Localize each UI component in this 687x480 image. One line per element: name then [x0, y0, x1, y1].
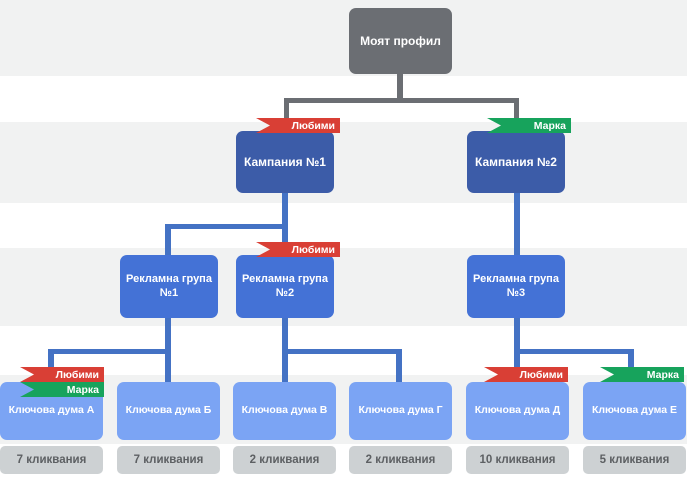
connector-to-adgroup-1 [165, 224, 171, 258]
connector-profile-bus [284, 98, 519, 103]
connector-to-campaign-2 [514, 98, 519, 133]
badge-favorite: Любими [256, 118, 340, 133]
badge-favorite: Любими [484, 367, 568, 382]
node-campaign-2[interactable]: Кампания №2 [467, 131, 565, 193]
node-ad-group-1-label: Рекламна група №1 [126, 272, 212, 299]
connector-campaign1-bus [165, 224, 288, 229]
keyword-label: Ключова дума Д [466, 382, 569, 440]
badge-stack-ad-group-2: Любими [256, 242, 340, 257]
badge-brand: Марка [487, 118, 571, 133]
keyword-clicks: 7 кликвания [0, 446, 103, 474]
keyword-clicks: 2 кликвания [349, 446, 452, 474]
badge-stack-keyword-d: Любими [484, 367, 568, 382]
connector-adgroup1-bus [48, 349, 171, 354]
keyword-clicks: 7 кликвания [117, 446, 220, 474]
node-ad-group-2-label: Рекламна група №2 [242, 272, 328, 299]
badge-favorite: Любими [20, 367, 104, 382]
node-profile[interactable]: Моят профил [349, 8, 452, 74]
keyword-clicks: 2 кликвания [233, 446, 336, 474]
connector-to-keyword-a [48, 349, 54, 382]
row-band-ad-groups [0, 248, 687, 326]
connector-adgroup2-bus [282, 349, 402, 354]
node-campaign-1-label: Кампания №1 [244, 154, 326, 169]
badge-brand: Марка [20, 382, 104, 397]
connector-to-campaign-1 [284, 98, 289, 133]
keyword-label: Ключова дума В [233, 382, 336, 440]
node-ad-group-3-label: Рекламна група №3 [473, 272, 559, 299]
keyword-card[interactable]: Ключова дума Е 5 кликвания [583, 382, 686, 474]
badge-stack-keyword-a: Любими Марка [20, 367, 104, 397]
connector-to-keyword-g [396, 349, 402, 382]
connector-adgroup3-bus [514, 349, 634, 354]
node-ad-group-1[interactable]: Рекламна група №1 [120, 255, 218, 318]
badge-stack-campaign-1: Любими [256, 118, 340, 133]
node-ad-group-3[interactable]: Рекламна група №3 [467, 255, 565, 318]
connector-to-keyword-e [628, 349, 634, 382]
badge-favorite: Любими [256, 242, 340, 257]
node-profile-label: Моят профил [360, 33, 441, 48]
connector-profile-stem [397, 74, 403, 101]
keyword-label: Ключова дума Е [583, 382, 686, 440]
badge-stack-keyword-e: Марка [600, 367, 684, 382]
badge-stack-campaign-2: Марка [487, 118, 571, 133]
keyword-card[interactable]: Ключова дума В 2 кликвания [233, 382, 336, 474]
keyword-card[interactable]: Ключова дума Д 10 кликвания [466, 382, 569, 474]
node-ad-group-2[interactable]: Рекламна група №2 [236, 255, 334, 318]
node-campaign-2-label: Кампания №2 [475, 154, 557, 169]
row-band-campaigns [0, 122, 687, 203]
row-band-keywords [0, 375, 687, 444]
keyword-label: Ключова дума Г [349, 382, 452, 440]
keyword-clicks: 5 кликвания [583, 446, 686, 474]
keyword-label: Ключова дума Б [117, 382, 220, 440]
row-band-profile [0, 0, 687, 76]
connector-campaign2-stem [514, 192, 520, 258]
node-campaign-1[interactable]: Кампания №1 [236, 131, 334, 193]
keyword-card[interactable]: Ключова дума Б 7 кликвания [117, 382, 220, 474]
keyword-card[interactable]: Ключова дума Г 2 кликвания [349, 382, 452, 474]
badge-brand: Марка [600, 367, 684, 382]
keyword-clicks: 10 кликвания [466, 446, 569, 474]
keyword-card[interactable]: Ключова дума А 7 кликвания [0, 382, 103, 474]
